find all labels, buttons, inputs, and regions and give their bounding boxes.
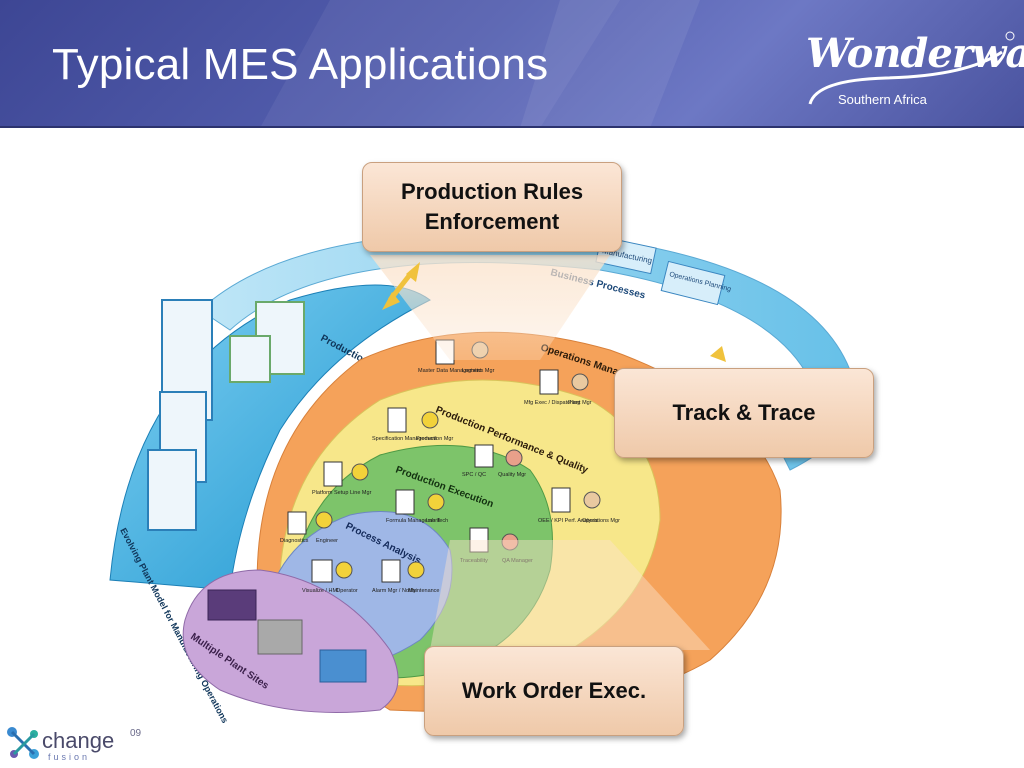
work-order-text: Work Order Exec. xyxy=(461,678,647,703)
role-maintenance: Maintenance xyxy=(408,588,440,594)
production-mgr-person-icon xyxy=(421,411,439,429)
two-way-arrow-icon xyxy=(382,262,420,310)
role-formula-mgmt: Formula Management xyxy=(386,518,440,524)
plant-factory-icon xyxy=(207,589,257,621)
role-oee-kpi: OEE / KPI Perf. Analysis xyxy=(538,518,598,524)
change-logo-superscript: 09 xyxy=(130,728,142,739)
role-logistics-mgr: Logistics Mgr xyxy=(462,368,495,374)
role-plant-mgr: Plant Mgr xyxy=(568,400,592,406)
logo-swoosh-icon xyxy=(808,31,1015,105)
operator-person-icon xyxy=(335,561,353,579)
slide-header: Typical MES Applications Wonderware Sout… xyxy=(0,0,1024,128)
role-visualize-hmi: Visualize / HMI xyxy=(302,588,339,594)
role-alarm-mgr: Alarm Mgr / Notify xyxy=(372,588,416,594)
lab-tech-person-icon xyxy=(427,493,445,511)
line-mgr-person-icon xyxy=(351,463,369,481)
production-rules-text: Production Rules Enforcement xyxy=(400,179,584,234)
plant-buildings xyxy=(207,589,367,683)
mfg-exec-screen-icon xyxy=(539,369,559,395)
oee-kpi-screen-icon xyxy=(551,487,571,513)
logo-subtitle: Southern Africa xyxy=(838,92,927,107)
work-order-beam xyxy=(430,540,710,650)
plant-model-panels xyxy=(147,299,305,531)
role-operator: Operator xyxy=(336,588,358,594)
role-lab-tech: Lab Tech xyxy=(426,518,448,524)
production-rules-beam xyxy=(370,255,610,360)
track-trace-text: Track & Trace xyxy=(672,400,816,425)
work-order-callout: Work Order Exec. xyxy=(424,646,684,736)
quality-mgr-person-icon xyxy=(505,449,523,467)
traceability-screen-icon xyxy=(469,527,489,553)
up-arrow-icon xyxy=(710,346,726,362)
role-line-mgr: Line Mgr xyxy=(350,490,372,496)
diagnostics-screen-icon xyxy=(287,511,307,535)
qa-manager-person-icon xyxy=(501,533,519,551)
header-background xyxy=(0,0,1024,128)
track-trace-callout: Track & Trace xyxy=(614,368,874,458)
role-labels: Master Data Management Logistics Mgr Mfg… xyxy=(280,368,620,594)
change-logo-text: change xyxy=(42,728,115,753)
engineer-person-icon xyxy=(315,511,333,529)
spc-qc-screen-icon xyxy=(474,444,494,468)
role-master-data: Master Data Management xyxy=(418,368,482,374)
role-quality-mgr: Quality Mgr xyxy=(498,472,526,478)
alarm-mgr-screen-icon xyxy=(381,559,401,583)
role-specification: Specification Management xyxy=(372,436,437,442)
platform-setup-screen-icon xyxy=(323,461,343,487)
role-production-mgr: Production Mgr xyxy=(416,436,453,442)
slide-title: Typical MES Applications xyxy=(52,40,549,89)
plant-mgr-person-icon xyxy=(571,373,589,391)
plant-building-icon xyxy=(319,649,367,683)
change-fusion-logo: change 09 fusion xyxy=(4,722,174,766)
role-qa-manager: QA Manager xyxy=(502,558,533,564)
role-operations-mgr: Operations Mgr xyxy=(582,518,620,524)
maintenance-person-icon xyxy=(407,561,425,579)
role-icons xyxy=(287,339,601,583)
wonderware-logo: Wonderware Southern Africa xyxy=(796,12,1024,116)
role-engineer: Engineer xyxy=(316,538,338,544)
role-spc-qc: SPC / QC xyxy=(462,472,486,478)
production-rules-callout: Production Rules Enforcement xyxy=(362,162,622,252)
visualize-hmi-screen-icon xyxy=(311,559,333,583)
operations-mgr-person-icon xyxy=(583,491,601,509)
change-logo-subtext: fusion xyxy=(48,752,91,762)
operations-planning-box: Operations Planning xyxy=(660,260,732,306)
plant-tanks-icon xyxy=(257,619,303,655)
formula-mgmt-screen-icon xyxy=(395,489,415,515)
role-traceability: Traceability xyxy=(460,558,488,564)
role-diagnostics: Diagnostics xyxy=(280,538,309,544)
logo-brand: Wonderware xyxy=(806,30,1024,77)
specification-screen-icon xyxy=(387,407,407,433)
role-mfg-exec: Mfg Exec / Dispatching xyxy=(524,400,580,406)
change-x-icon xyxy=(7,727,39,759)
role-platform-setup: Platform Setup xyxy=(312,490,348,496)
